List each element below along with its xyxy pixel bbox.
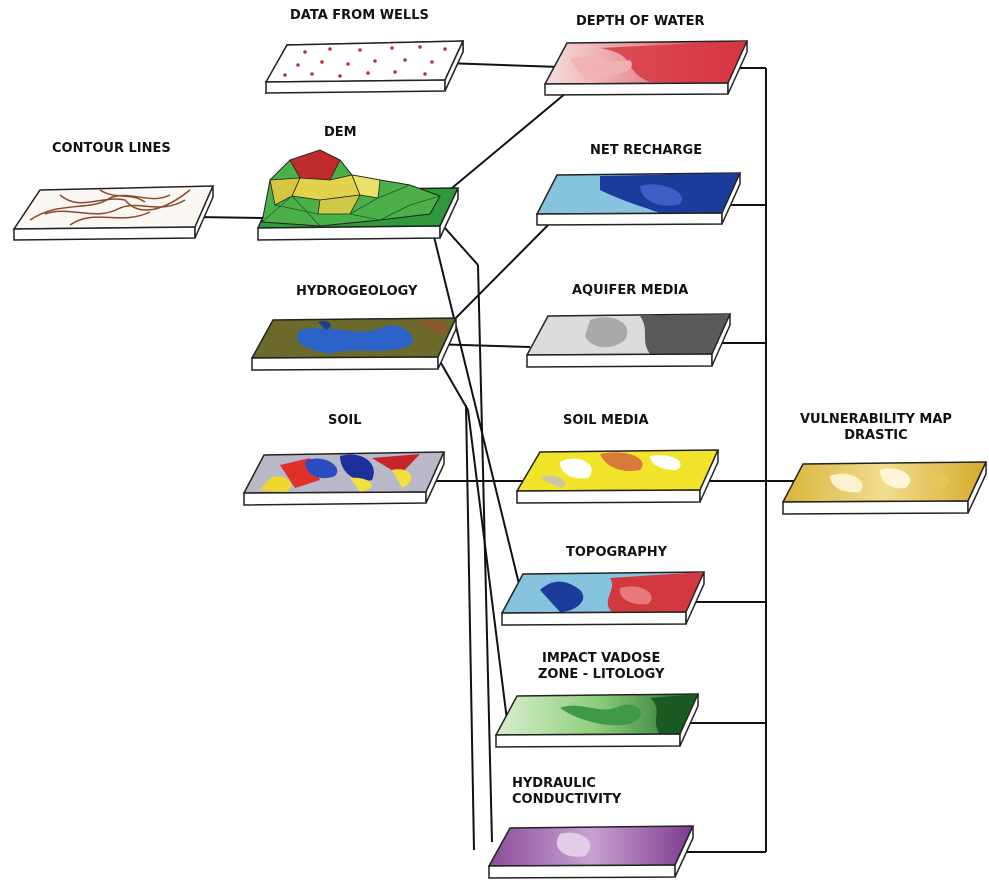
label-aquifer-media: AQUIFER MEDIA	[572, 283, 688, 299]
label-topography-text: TOPOGRAPHY	[566, 545, 668, 560]
connector-vadose-long	[467, 409, 509, 729]
layer-depth-of-water	[543, 40, 749, 96]
layer-impact-vadose-zone	[494, 693, 700, 748]
layer-soil	[242, 451, 446, 506]
label-hydrogeology: HYDROGEOLOGY	[296, 284, 417, 300]
label-soil-text: SOIL	[328, 413, 362, 428]
label-depth-of-water: DEPTH OF WATER	[576, 14, 705, 30]
label-contour-lines-text: CONTOUR LINES	[52, 141, 171, 156]
connector-hydro-hydraulic2	[465, 404, 475, 851]
label-soil: SOIL	[328, 413, 362, 429]
label-vulnerability-map-line1: VULNERABILITY MAP	[800, 412, 952, 427]
label-hydraulic-conductivity: HYDRAULIC CONDUCTIVITY	[512, 776, 621, 808]
label-dem-text: DEM	[324, 125, 357, 140]
layer-aquifer-media	[525, 313, 732, 368]
layer-dem	[256, 149, 460, 241]
label-vulnerability-map-line2: DRASTIC	[844, 428, 908, 443]
label-vulnerability-map: VULNERABILITY MAP DRASTIC	[800, 412, 952, 444]
connector-hydraulic-long	[477, 264, 493, 843]
label-contour-lines: CONTOUR LINES	[52, 141, 171, 157]
label-data-from-wells-text: DATA FROM WELLS	[290, 8, 429, 23]
label-net-recharge: NET RECHARGE	[590, 143, 702, 159]
label-dem: DEM	[324, 125, 357, 141]
label-impact-vadose-line1: IMPACT VADOSE	[541, 651, 661, 666]
connector-contour-dem	[194, 216, 263, 219]
label-soil-media-text: SOIL MEDIA	[563, 413, 649, 428]
connector-lines	[194, 62, 800, 853]
layer-net-recharge	[535, 172, 742, 226]
connector-dem-depth	[439, 87, 573, 199]
layer-contour-lines	[12, 185, 215, 241]
well-points	[283, 45, 447, 78]
layer-data-from-wells	[264, 40, 465, 95]
layer-soil-media	[515, 449, 720, 504]
label-depth-of-water-text: DEPTH OF WATER	[576, 14, 705, 29]
label-impact-vadose: IMPACT VADOSE ZONE - LITOLOGY	[538, 651, 664, 683]
connector-dem-topography	[427, 211, 521, 589]
layer-vulnerability-map	[781, 461, 988, 515]
label-net-recharge-text: NET RECHARGE	[590, 143, 703, 158]
label-topography: TOPOGRAPHY	[566, 545, 667, 561]
connector-wells-depth	[444, 62, 561, 68]
label-hydrogeology-text: HYDROGEOLOGY	[296, 284, 418, 299]
layer-hydraulic-conductivity	[487, 825, 695, 879]
label-hydraulic-line2: CONDUCTIVITY	[512, 792, 622, 807]
label-hydraulic-line1: HYDRAULIC	[512, 776, 596, 791]
layer-topography	[500, 571, 706, 626]
label-impact-vadose-line2: ZONE - LITOLOGY	[538, 667, 665, 682]
layer-hydrogeology	[250, 317, 458, 371]
label-data-from-wells: DATA FROM WELLS	[290, 8, 429, 24]
label-aquifer-media-text: AQUIFER MEDIA	[572, 283, 689, 298]
label-soil-media: SOIL MEDIA	[563, 413, 649, 429]
